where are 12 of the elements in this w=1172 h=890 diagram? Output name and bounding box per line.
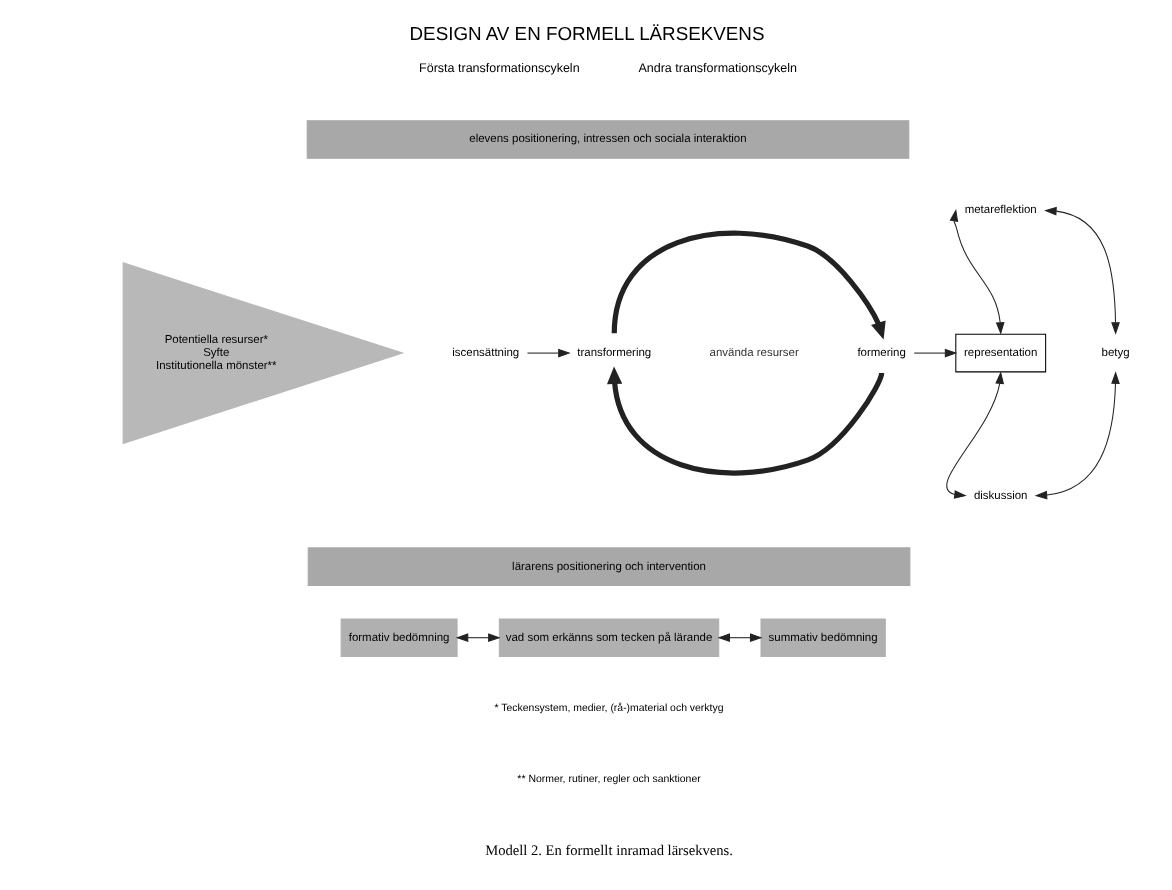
- arrow: [716, 633, 762, 643]
- arrow: [525, 348, 570, 358]
- arrow: [454, 633, 500, 643]
- arrow: [945, 371, 1004, 499]
- arrow: [1033, 371, 1119, 500]
- arrow: [912, 348, 957, 358]
- arrow: [610, 230, 885, 340]
- arrow: [1043, 206, 1119, 335]
- caption: Modell 2. En formellt inramad lärsekvens.: [484, 840, 732, 859]
- arrow: [606, 366, 884, 476]
- diagram-title: DESIGN AV EN FORMELL LÄRSEKVENS: [408, 21, 764, 44]
- arrow: [948, 208, 1004, 335]
